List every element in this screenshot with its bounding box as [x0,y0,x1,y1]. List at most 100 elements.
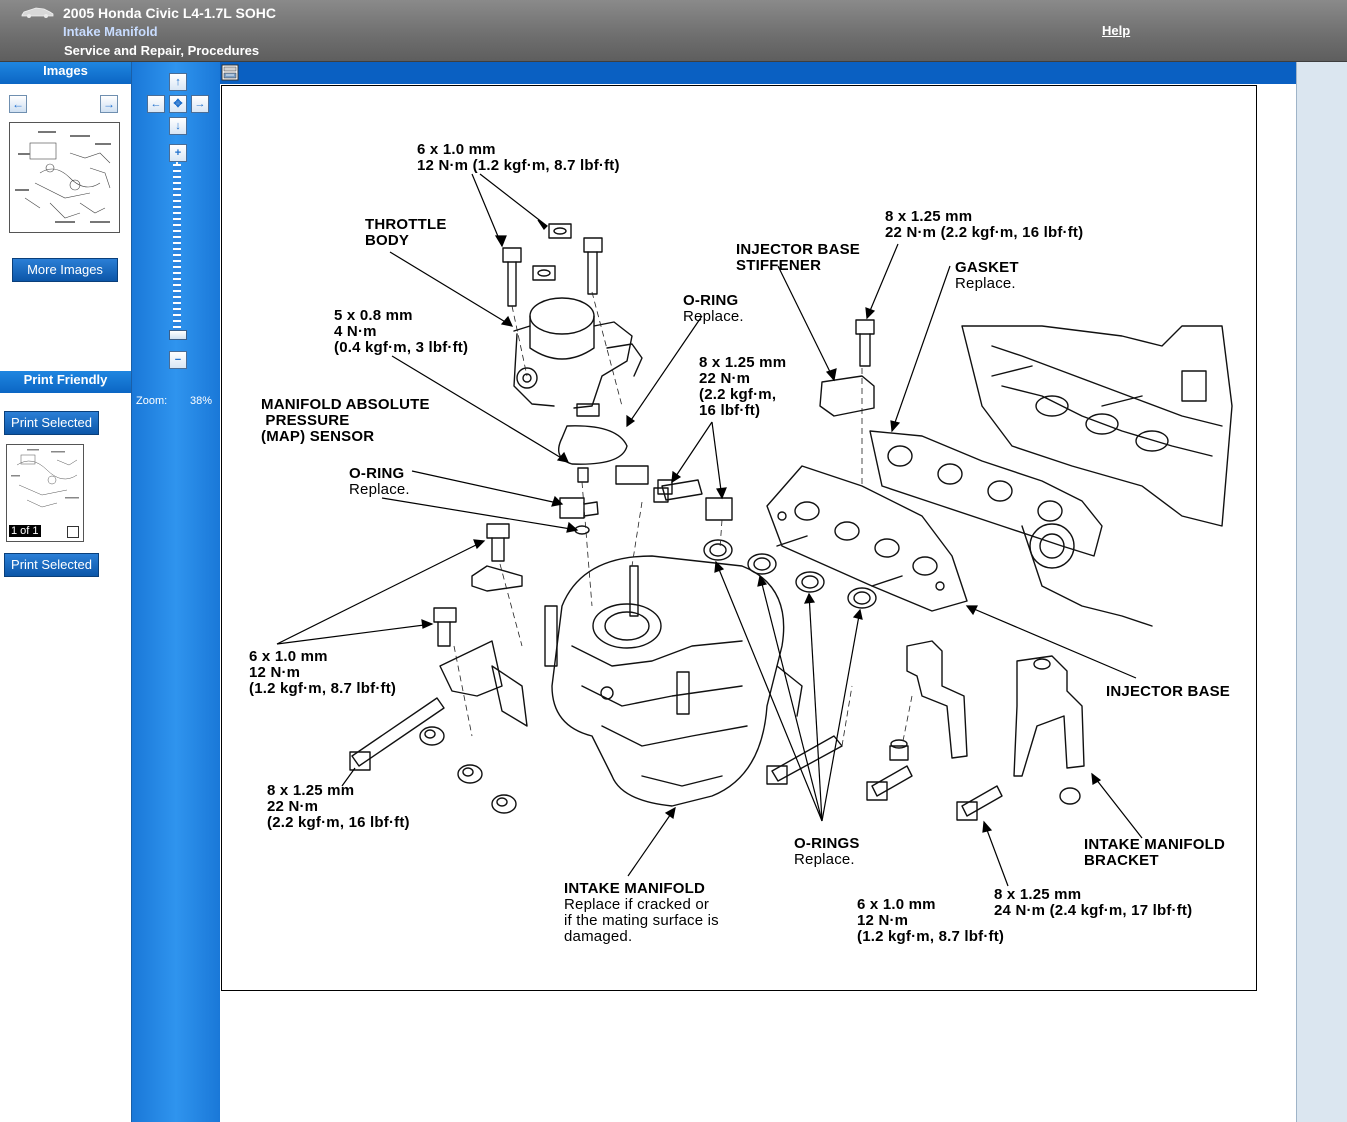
print-thumbnail[interactable]: 1 of 1 [6,444,84,542]
label-intake-manifold-note-text: Replace if cracked or if the mating surf… [564,896,719,945]
cylinder-head [961,325,1233,627]
zoom-controls: ↑ ← ✥ → ↓ + − Zoom: 38% [132,62,220,1122]
printer-icon[interactable] [221,64,239,81]
zoom-slider-track[interactable] [173,164,181,336]
label-injector-base: INJECTOR BASE [1106,683,1231,700]
intake-manifold [544,555,803,807]
next-image-button[interactable]: → [100,95,118,113]
arrow-left-icon: ← [150,98,162,110]
label-bolt-left-torque2: (1.2 kgf·m, 8.7 lbf·ft) [249,680,397,697]
label-bolt-right-torque: 22 N·m (2.2 kgf·m, 16 lbf·ft) [885,224,1084,241]
label-bolt-br-size: 6 x 1.0 mm [857,896,936,913]
label-bolt-br-torque2: (1.2 kgf·m, 8.7 lbf·ft) [857,928,1005,945]
arrow-down-icon: ↓ [175,120,181,132]
article-category: Service and Repair, Procedures [64,43,260,58]
label-o-ring-left-note: Replace. [349,482,410,498]
throttle-body-bolts [502,223,603,307]
label-bolt-rb-size: 8 x 1.25 mm [994,886,1082,903]
image-thumbnail[interactable] [9,122,120,233]
thumbnail-diagram [15,131,111,223]
arrow-right-icon: → [194,98,206,110]
images-panel: Images ← → [0,62,132,1122]
label-intake-manifold-bracket: INTAKE MANIFOLD BRACKET [1084,836,1226,869]
arrow-up-icon: ↑ [175,76,181,88]
label-bolt-right-size: 8 x 1.25 mm [885,208,973,225]
app-header: 2005 Honda Civic L4-1.7L SOHC Intake Man… [0,0,1347,62]
label-injector-base-stiffener: INJECTOR BASE STIFFENER [736,241,861,274]
arrow-right-icon: → [103,97,115,111]
print-friendly-heading: Print Friendly [0,371,131,393]
car-icon [21,7,54,18]
plus-icon: + [174,147,182,159]
right-scroll-area [1296,62,1347,1122]
injector-o-rings [703,539,877,609]
label-o-rings-note: Replace. [794,852,855,868]
label-intake-manifold: INTAKE MANIFOLD [564,880,706,897]
help-link[interactable]: Help [1102,23,1131,38]
throttle-body [513,297,643,417]
print-selected-button-bottom[interactable]: Print Selected [4,553,99,577]
label-intake-manifold-note: Replace if cracked or if the mating surf… [564,897,719,945]
article-title: Intake Manifold [63,24,158,39]
label-o-ring-top-note: Replace. [683,309,744,325]
pan-left-button[interactable]: ← [147,95,165,113]
label-bolt-left-torque: 12 N·m [249,664,301,681]
map-sensor [559,467,599,535]
more-images-button[interactable]: More Images [12,258,118,282]
label-gasket-note-text: Replace. [955,275,1016,292]
label-bolt-rb-torque: 24 N·m (2.4 kgf·m, 17 lbf·ft) [994,902,1193,919]
label-bolt-tb-size: 5 x 0.8 mm [334,307,413,324]
label-bolt-mid-torque: 22 N·m [699,370,751,387]
intake-manifold-diagram[interactable]: 6 x 1.0 mm 12 N·m (1.2 kgf·m, 8.7 lbf·ft… [221,85,1257,991]
label-o-rings-note-text: Replace. [794,851,855,868]
label-bolt-low-torque: 22 N·m [267,798,319,815]
label-o-ring-left-note-text: Replace. [349,481,410,498]
label-bolt-tb-torque2: (0.4 kgf·m, 3 lbf·ft) [334,339,469,356]
vehicle-title: 2005 Honda Civic L4-1.7L SOHC [63,5,276,21]
throttle-o-ring [558,425,628,465]
label-bolt-mid-torque2: (2.2 kgf·m, [699,386,777,403]
pan-center-button[interactable]: ✥ [169,95,187,113]
prev-image-button[interactable]: ← [9,95,27,113]
label-gasket: GASKET [955,259,1019,276]
label-map-sensor: MANIFOLD ABSOLUTE PRESSURE (MAP) SENSOR [261,396,430,445]
label-bolt-top-torque: 12 N·m (1.2 kgf·m, 8.7 lbf·ft) [417,157,620,174]
print-select-checkbox[interactable] [67,526,79,538]
label-o-ring-top: O-RING [683,292,739,309]
label-bolt-br-torque: 12 N·m [857,912,909,929]
zoom-in-button[interactable]: + [169,144,187,162]
zoom-out-button[interactable]: − [169,351,187,369]
label-bolt-tb-torque: 4 N·m [334,323,377,340]
pan-down-button[interactable]: ↓ [169,117,187,135]
image-viewer: 6 x 1.0 mm 12 N·m (1.2 kgf·m, 8.7 lbf·ft… [220,84,1296,1122]
zoom-value: 38% [190,395,213,407]
label-o-ring-left: O-RING [349,465,405,482]
pan-up-button[interactable]: ↑ [169,73,187,91]
label-o-rings: O-RINGS [794,835,860,852]
label-bolt-left-size: 6 x 1.0 mm [249,648,328,665]
label-bolt-top-size: 6 x 1.0 mm [417,141,496,158]
label-bolt-low-torque2: (2.2 kgf·m, 16 lbf·ft) [267,814,410,831]
label-bolt-low-size: 8 x 1.25 mm [267,782,355,799]
images-heading: Images [0,62,131,84]
label-throttle-body: THROTTLE BODY [365,216,447,249]
zoom-slider-handle[interactable] [169,330,187,340]
print-selected-button-top[interactable]: Print Selected [4,411,99,435]
minus-icon: − [174,354,182,366]
print-thumbnail-diagram [11,449,79,508]
injector-base-stiffener [819,375,875,417]
pan-right-button[interactable]: → [191,95,209,113]
move-icon: ✥ [173,98,183,110]
intake-gasket [869,430,1103,557]
right-brackets [866,640,1085,821]
label-bolt-mid-torque3: 16 lbf·ft) [699,402,761,419]
label-o-ring-top-note-text: Replace. [683,308,744,325]
print-count-label: 1 of 1 [9,525,41,537]
zoom-label: Zoom: [136,395,168,407]
left-bracket [349,523,528,814]
exploded-view-drawing [276,173,1233,887]
label-gasket-note: Replace. [955,276,1016,292]
label-bolt-mid-size: 8 x 1.25 mm [699,354,787,371]
injector-base [766,465,968,612]
arrow-left-icon: ← [12,97,24,111]
